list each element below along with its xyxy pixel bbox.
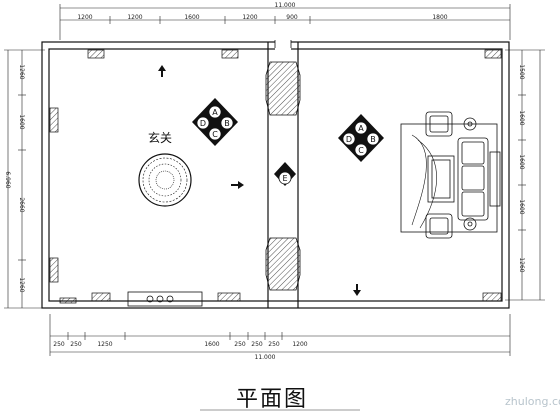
left-dim-4: 1260 bbox=[18, 277, 25, 292]
top-dim-6: 1800 bbox=[432, 14, 447, 21]
elevation-marker-group-2: A B C D bbox=[338, 114, 384, 162]
bottom-dim-8: 1200 bbox=[292, 341, 307, 348]
round-rug bbox=[138, 153, 192, 207]
bottom-dim-3: 1250 bbox=[97, 341, 112, 348]
bottom-dim-6: 250 bbox=[251, 341, 263, 348]
column-top bbox=[265, 61, 301, 116]
elevation-marker-e: E bbox=[274, 162, 296, 186]
arrow-up bbox=[158, 65, 166, 77]
top-dimension-chain bbox=[59, 4, 511, 40]
arrow-down bbox=[353, 284, 361, 296]
arrow-right bbox=[231, 181, 244, 189]
top-dim-5: 900 bbox=[286, 14, 298, 21]
left-dim-2: 1600 bbox=[18, 114, 25, 129]
marker2-c: C bbox=[358, 146, 364, 155]
top-dim-3: 1600 bbox=[184, 14, 199, 21]
marker1-d: D bbox=[200, 119, 206, 128]
bottom-dim-2: 250 bbox=[70, 341, 82, 348]
top-dim-1: 1200 bbox=[77, 14, 92, 21]
wall-pilasters bbox=[49, 49, 502, 304]
top-dim-2: 1200 bbox=[127, 14, 142, 21]
right-dim-2: 1600 bbox=[518, 110, 525, 125]
bottom-cabinet bbox=[127, 291, 203, 307]
right-dim-1: 1500 bbox=[518, 64, 525, 79]
right-dim-3: 1600 bbox=[518, 154, 525, 169]
drawing-title: 平面图 bbox=[236, 387, 309, 412]
bottom-dimension-chain bbox=[49, 314, 511, 356]
bottom-overall-dim: 11.000 bbox=[255, 354, 276, 361]
marker1-a: A bbox=[212, 108, 218, 117]
bottom-dim-4: 1600 bbox=[204, 341, 219, 348]
bottom-dim-1: 250 bbox=[53, 341, 65, 348]
top-opening bbox=[275, 40, 291, 50]
marker2-a: A bbox=[358, 124, 364, 133]
marker2-b: B bbox=[370, 135, 376, 144]
left-dim-overall: 6.960 bbox=[4, 171, 11, 188]
marker-e-label: E bbox=[282, 174, 287, 183]
watermark: zhulong.com bbox=[505, 395, 560, 408]
right-dim-5: 1260 bbox=[518, 257, 525, 272]
top-overall-dim: 11.000 bbox=[275, 2, 296, 9]
left-dimension-chain bbox=[4, 49, 45, 309]
marker2-d: D bbox=[346, 135, 352, 144]
right-dimension-chain bbox=[505, 49, 545, 301]
bottom-dim-7: 250 bbox=[268, 341, 280, 348]
left-dim-1: 1260 bbox=[18, 64, 25, 79]
top-dim-4: 1200 bbox=[242, 14, 257, 21]
room-label-foyer: 玄关 bbox=[148, 130, 172, 145]
sofa-set bbox=[400, 111, 501, 239]
marker1-b: B bbox=[224, 119, 230, 128]
marker1-c: C bbox=[212, 130, 218, 139]
bottom-dim-5: 250 bbox=[234, 341, 246, 348]
right-dim-4: 1600 bbox=[518, 199, 525, 214]
column-bottom bbox=[265, 237, 301, 291]
left-dim-3: 2660 bbox=[18, 197, 25, 212]
elevation-marker-group-1: A B C D bbox=[192, 98, 238, 146]
